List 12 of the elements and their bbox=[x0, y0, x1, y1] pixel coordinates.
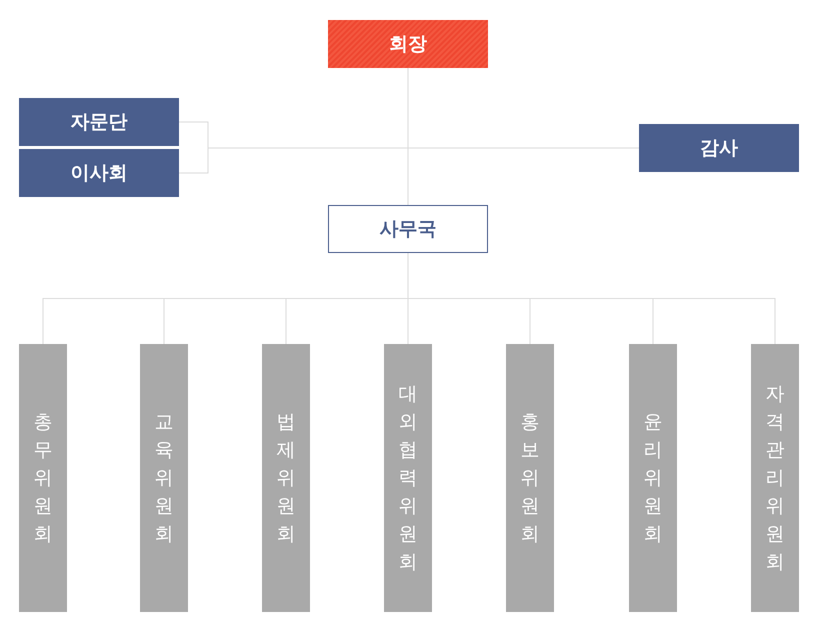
position-box: 사무국 bbox=[328, 205, 488, 253]
committee-box: 총무위원회 bbox=[19, 344, 67, 612]
committee-box: 자격관리위원회 bbox=[751, 344, 799, 612]
position-box: 자문단 bbox=[19, 98, 179, 146]
position-box: 이사회 bbox=[19, 149, 179, 197]
committee-box: 대외협력위원회 bbox=[384, 344, 432, 612]
committee-box: 법제위원회 bbox=[262, 344, 310, 612]
committee-box: 홍보위원회 bbox=[506, 344, 554, 612]
position-box: 회장 bbox=[328, 20, 488, 68]
committee-box: 교육위원회 bbox=[140, 344, 188, 612]
committee-box: 윤리위원회 bbox=[629, 344, 677, 612]
position-box: 감사 bbox=[639, 124, 799, 172]
